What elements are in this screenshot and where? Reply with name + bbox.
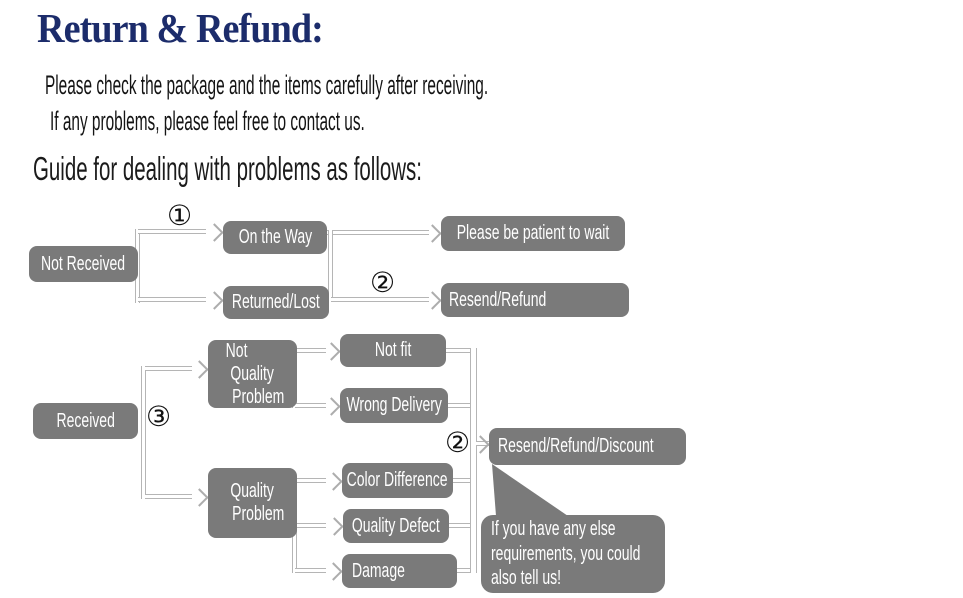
arrow-right-icon <box>322 397 341 416</box>
bubble-line: requirements, you could <box>491 542 641 565</box>
arrow-right-icon <box>324 472 343 491</box>
node-label-line: Problem <box>232 385 285 408</box>
node-label: Damage <box>352 559 405 582</box>
arrow-right-icon <box>205 223 224 242</box>
node-label: Not Received <box>41 252 126 275</box>
arrow-right-icon <box>423 224 442 243</box>
connector-to-wrong-delivery <box>295 403 326 408</box>
node-wrong-delivery: Wrong Delivery <box>340 388 448 423</box>
node-label: Returned/Lost <box>232 291 320 313</box>
node-label: Please be patient to wait <box>456 222 610 244</box>
connector-to-quality-problem <box>145 494 192 499</box>
node-quality-problem: Quality Problem <box>208 468 297 538</box>
intro-line-2: If any problems, please feel free to con… <box>50 106 365 136</box>
speech-bubble-tail <box>492 464 568 516</box>
intro-line-1: Please check the package and the items c… <box>45 70 489 100</box>
node-color-difference: Color Difference <box>342 463 453 498</box>
stub-color-difference <box>453 478 470 483</box>
node-label: Wrong Delivery <box>346 394 442 416</box>
node-label-line: Not <box>225 339 248 362</box>
connector-to-not-fit <box>284 348 326 353</box>
guide-heading: Guide for dealing with problems as follo… <box>33 150 422 187</box>
step-marker-1: ① <box>167 199 193 232</box>
arrow-right-icon <box>325 517 344 536</box>
node-please-be-patient: Please be patient to wait <box>441 216 625 251</box>
arrow-right-icon <box>190 488 209 507</box>
node-label: Resend/Refund <box>449 288 547 311</box>
stub-damage <box>447 568 470 573</box>
stub-wrong-delivery <box>448 403 470 408</box>
connector-to-quality-defect <box>295 523 326 528</box>
node-quality-defect: Quality Defect <box>343 509 449 543</box>
node-resend-refund-discount: Resend/Refund/Discount <box>489 428 686 465</box>
node-received: Received <box>33 403 138 439</box>
node-returned-lost: Returned/Lost <box>223 286 329 319</box>
connector-to-returned-lost <box>138 297 206 302</box>
stub-quality-defect <box>449 523 470 528</box>
connector-to-resend-refund-discount <box>476 441 489 446</box>
node-label: Not fit <box>374 339 412 361</box>
connector-to-on-the-way <box>138 229 206 234</box>
node-label: Resend/Refund/Discount <box>498 435 654 457</box>
connector-on-the-way-drop <box>328 230 333 302</box>
connector-to-color-difference <box>284 478 326 483</box>
connector-to-not-quality-problem <box>145 366 192 371</box>
bubble-line: also tell us! <box>491 567 562 590</box>
connector-collector <box>470 348 477 573</box>
node-not-fit: Not fit <box>340 334 446 367</box>
arrow-right-icon <box>324 562 343 581</box>
connector-to-resend-refund <box>331 297 429 302</box>
stub-not-fit <box>446 348 470 353</box>
arrow-right-icon <box>190 360 209 379</box>
connector-to-please-wait <box>327 230 429 235</box>
arrow-right-icon <box>322 342 341 361</box>
arrow-right-icon <box>423 291 442 310</box>
step-marker-2-top: ② <box>370 266 396 299</box>
connector-received-branch <box>141 366 146 499</box>
node-label: Color Difference <box>347 469 448 491</box>
node-on-the-way: On the Way <box>223 221 327 254</box>
step-marker-2-bottom: ② <box>445 426 471 459</box>
node-label-line: Problem <box>232 503 285 525</box>
node-label: Quality Defect <box>352 514 440 537</box>
node-label: Received <box>56 409 115 432</box>
node-damage: Damage <box>342 554 457 588</box>
arrow-right-icon <box>205 291 224 310</box>
node-label-line: Quality <box>230 362 274 385</box>
step-marker-3: ③ <box>146 400 172 433</box>
node-not-received: Not Received <box>29 246 138 282</box>
node-label-line: Quality <box>230 480 274 502</box>
bubble-line: If you have any else <box>491 517 616 540</box>
node-resend-refund: Resend/Refund <box>441 283 629 317</box>
node-not-quality-problem: Not Quality Problem <box>208 340 297 408</box>
speech-bubble: If you have any else requirements, you c… <box>481 515 665 593</box>
node-label: On the Way <box>238 226 312 248</box>
connector-to-damage <box>295 568 326 573</box>
page-title: Return & Refund: <box>37 5 324 51</box>
